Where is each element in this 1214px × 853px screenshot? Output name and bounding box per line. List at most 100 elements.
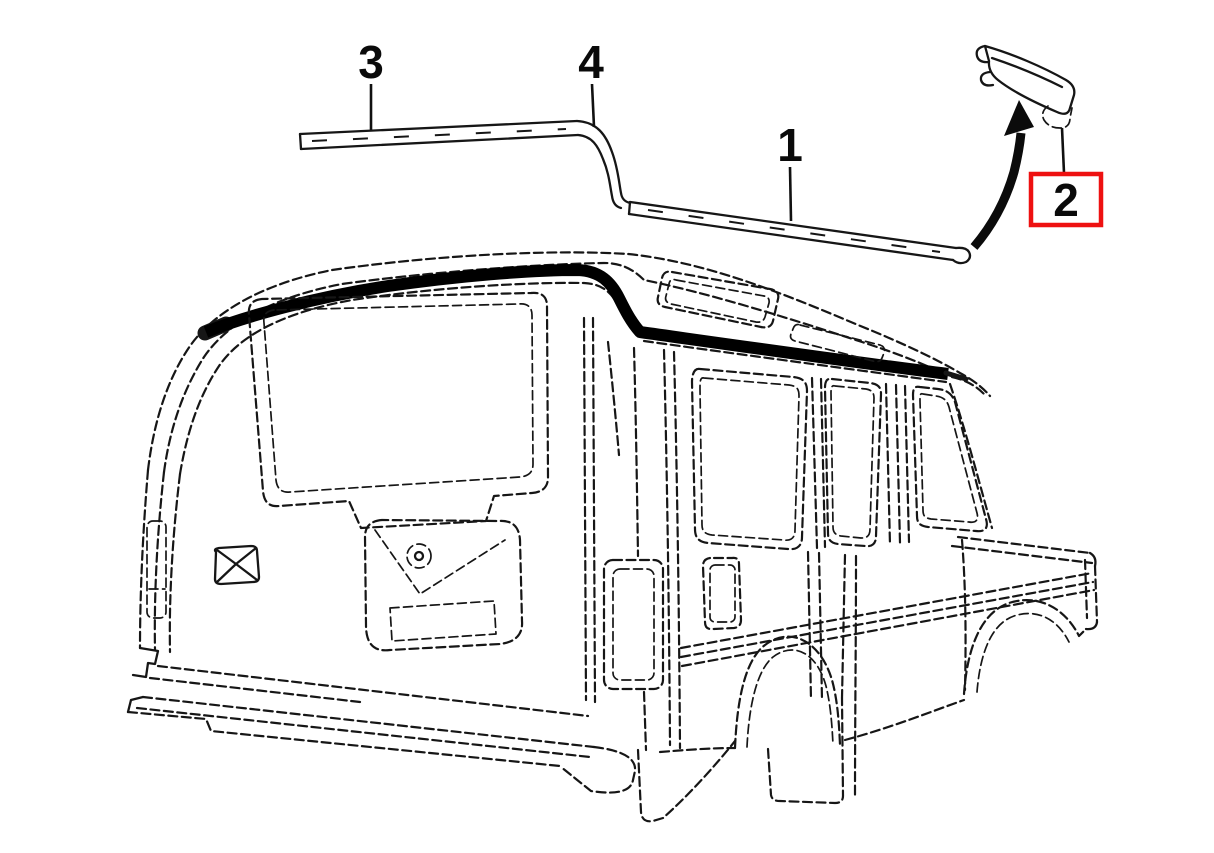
front-cut-edge-outer <box>1093 564 1099 624</box>
alpine-window-1-outer <box>656 270 780 329</box>
gutter-lower-line-rear <box>178 281 620 476</box>
left-pillar-outer <box>138 468 150 650</box>
part2-end-curl-2 <box>979 70 995 87</box>
rear-window-inner <box>262 303 534 493</box>
roof-inner-line <box>162 261 936 474</box>
alpine-window-1-inner <box>664 278 770 323</box>
windscreen-header <box>950 375 986 396</box>
part2-body-outline <box>983 44 1076 115</box>
callout-label-1[interactable]: 1 <box>777 119 803 171</box>
sill-rear-segment <box>658 746 737 754</box>
cargo-door-edge-1 <box>806 550 813 702</box>
arrow-head-icon <box>1004 100 1034 136</box>
rear-wheel-arch-inner <box>746 649 834 748</box>
part-4-corner-moulding-drawing <box>575 119 632 210</box>
leader-line-4 <box>590 83 596 128</box>
bumper-top-edge <box>141 695 596 749</box>
d-pillar-inner <box>672 350 682 750</box>
bumper-right-cap <box>559 745 637 794</box>
arrow-body <box>970 132 1026 250</box>
tailgate-gap-line2 <box>591 316 597 704</box>
part1-left-cap <box>627 200 632 216</box>
tailgate-bottom-line1 <box>156 664 590 718</box>
right-tail-lamp-outer <box>602 558 665 691</box>
part2-end-curl-1 <box>975 44 991 64</box>
locating-arrow <box>970 100 1034 250</box>
beltline-line2 <box>679 580 1095 659</box>
a-pillar-outer <box>948 382 994 530</box>
callout-label-2[interactable]: 2 <box>1053 174 1079 226</box>
front-door-edge <box>960 538 967 692</box>
b-pillar-lower-1 <box>840 553 847 700</box>
beltline-line1 <box>679 571 1094 650</box>
left-pillar-gap1 <box>153 470 166 652</box>
left-tail-lamp <box>146 520 167 619</box>
part2-thickness-line <box>990 56 1064 89</box>
corner-line-below-lamp <box>642 690 648 752</box>
beltline-line3 <box>680 588 1096 668</box>
part4-outer-edge <box>575 119 632 205</box>
bumper-mid-line <box>135 706 592 759</box>
part-3-rear-moulding-drawing <box>298 119 580 151</box>
d-pillar-outer <box>662 348 672 747</box>
leader-line-2 <box>1060 127 1066 174</box>
pillar-mid-front-1 <box>884 382 892 547</box>
rear-wheel-arch-outer <box>733 635 842 750</box>
right-tail-lamp-inner <box>612 568 655 681</box>
corner-line-above-lamp <box>632 346 640 558</box>
side-window-mid-inner <box>830 384 875 539</box>
left-pillar-gap2 <box>168 472 182 654</box>
part3-center-dashes <box>311 128 567 142</box>
gutter-lower-line-side <box>642 339 948 384</box>
shoulder-lower-line <box>950 544 1094 565</box>
licence-lamp-housing <box>363 518 524 652</box>
callouts: 3 4 1 2 <box>358 36 1104 228</box>
front-corner-point <box>1088 551 1097 568</box>
callout-label-3[interactable]: 3 <box>358 36 384 88</box>
part-1-side-moulding-drawing <box>627 200 972 265</box>
pillar-rear-mid-2 <box>819 377 827 549</box>
part1-top-edge <box>628 200 958 250</box>
side-window-rear-inner <box>699 377 800 542</box>
callout-label-4[interactable]: 4 <box>578 36 604 88</box>
front-cut-edge-inner <box>1083 558 1089 620</box>
tailgate-gap-line1 <box>582 316 588 702</box>
pillar-rear-mid-1 <box>810 376 819 550</box>
d-pillar-top <box>606 340 621 457</box>
bumper-left-end <box>126 695 145 714</box>
rear-window-outer <box>247 291 550 530</box>
part4-inner-edge <box>576 133 623 210</box>
fuel-filler-inner <box>709 564 736 623</box>
roof-drip-moulding-highlight <box>203 264 949 380</box>
sill-mid-segment <box>843 698 966 742</box>
side-window-mid-outer <box>823 377 883 548</box>
shoulder-top-line <box>956 535 1092 555</box>
badge-plinth <box>213 544 261 586</box>
vehicle-body-drawing <box>126 251 1099 823</box>
side-window-front-outer <box>911 385 988 533</box>
front-wheel-arch-inner <box>976 612 1070 693</box>
badge-facets <box>215 546 259 584</box>
moulding-taper-end <box>943 370 969 382</box>
door-bottom-tab <box>766 696 845 805</box>
part1-end-cap <box>951 246 972 265</box>
part2-fixing-tab <box>1041 105 1073 129</box>
bumper-bottom-edge <box>126 710 562 768</box>
rear-corner-lower-panel <box>636 739 737 823</box>
selected-part-highlight-box[interactable] <box>1028 171 1104 228</box>
tailgate-bottom-line2 <box>148 676 362 704</box>
fuel-filler-outer <box>701 556 743 631</box>
part1-bottom-edge <box>627 212 955 262</box>
part3-bottom-edge <box>299 133 580 151</box>
front-cut-hook <box>1084 620 1099 631</box>
housing-inner-panel <box>389 600 497 642</box>
side-window-front-inner <box>919 392 979 524</box>
left-lower-step <box>131 646 160 679</box>
roof-outer-line <box>146 251 992 472</box>
pillar-mid-front-2 <box>894 383 902 545</box>
part1-center-dashes <box>647 209 941 253</box>
part3-top-edge <box>298 119 579 136</box>
housing-flap-detail <box>374 529 506 595</box>
